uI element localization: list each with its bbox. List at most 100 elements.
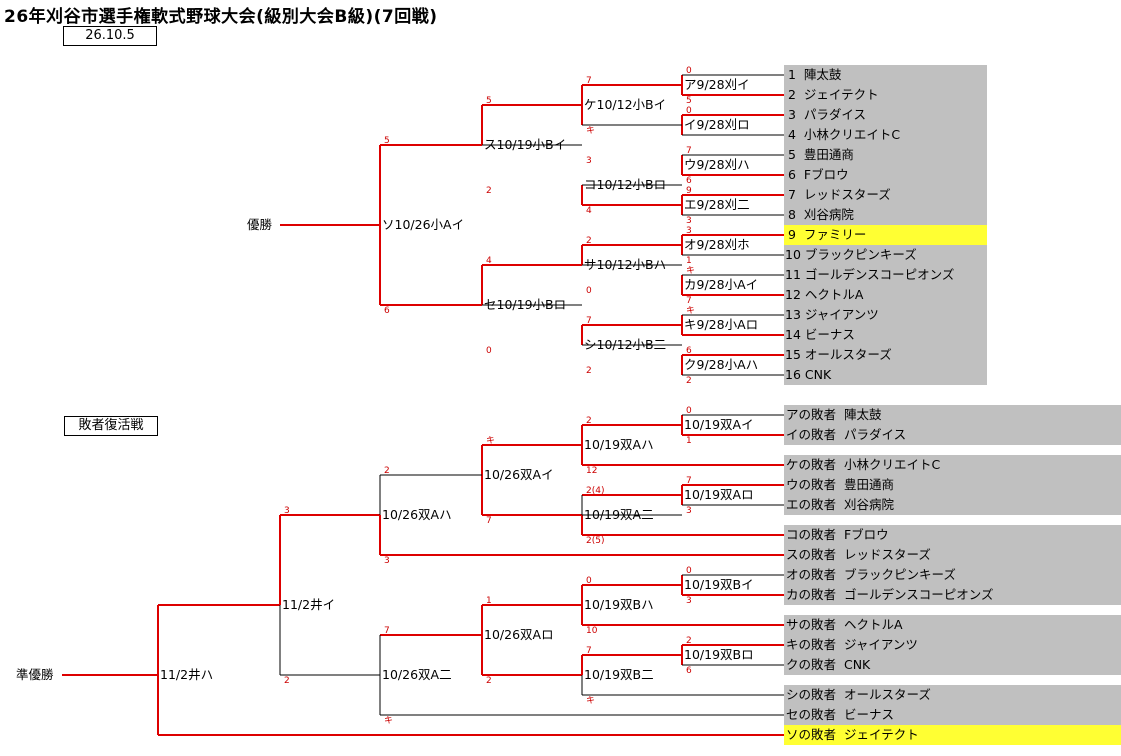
- score: 0: [686, 106, 692, 116]
- game-label: シ10/12小B二: [584, 337, 667, 352]
- rep-entry: オの敗者 ブラックピンキーズ: [786, 567, 956, 582]
- score: 3: [686, 506, 692, 516]
- rep-block-3: [784, 525, 1121, 565]
- game-label: ス10/19小Bイ: [484, 137, 567, 152]
- game-label: 10/19双Bハ: [584, 597, 654, 612]
- score: 0: [586, 286, 592, 296]
- score: キ: [384, 716, 394, 726]
- rep-entry: エの敗者 刈谷病院: [786, 497, 894, 512]
- winner-highlight: [784, 225, 987, 245]
- score: 2: [486, 186, 492, 196]
- game-label: エ9/28刈二: [684, 197, 750, 212]
- score: 3: [284, 506, 290, 516]
- runner-up-label: 準優勝: [16, 667, 54, 682]
- score: 2: [686, 376, 692, 386]
- score: キ: [586, 126, 596, 136]
- score: 1: [486, 596, 492, 606]
- rep-block-1: [784, 405, 1121, 445]
- game-label: カ9/28小Aイ: [684, 277, 759, 292]
- score: 9: [686, 186, 692, 196]
- score: 7: [486, 516, 492, 526]
- game-label: イ9/28刈ロ: [684, 117, 750, 132]
- score: 2(5): [586, 536, 605, 546]
- score: 4: [586, 206, 592, 216]
- game-label: ク9/28小Aハ: [684, 357, 759, 372]
- score: 2: [284, 676, 290, 686]
- score: 0: [486, 346, 492, 356]
- team-entry: 11 ゴールデンスコーピオンズ: [785, 267, 955, 282]
- score: 10: [586, 626, 598, 636]
- team-entry: 12 ヘクトルA: [785, 287, 864, 302]
- rep-block-4: [784, 565, 1121, 605]
- score: 5: [486, 96, 492, 106]
- score: 1: [686, 256, 692, 266]
- game-label: キ9/28小Aロ: [684, 317, 759, 332]
- score: 1: [686, 436, 692, 446]
- rep-block-5: [784, 615, 1121, 675]
- score: 4: [486, 256, 492, 266]
- game-label: コ10/12小Bロ: [584, 177, 667, 192]
- score: 3: [686, 216, 692, 226]
- team-entry: 1 陣太鼓: [788, 67, 842, 82]
- score: 2: [586, 366, 592, 376]
- rep-entry: キの敗者 ジャイアンツ: [786, 637, 918, 652]
- team-entry: 3 パラダイス: [788, 107, 867, 122]
- score: 7: [586, 316, 592, 326]
- rep-entry: ウの敗者 豊田通商: [786, 477, 894, 492]
- score: 6: [686, 346, 692, 356]
- game-label: 10/26双A二: [382, 667, 452, 682]
- score: 7: [586, 76, 592, 86]
- game-label: セ10/19小Bロ: [484, 297, 567, 312]
- score: 2: [486, 676, 492, 686]
- score: 6: [686, 176, 692, 186]
- team-entry: 6 Fブロウ: [788, 167, 849, 182]
- rep-block-6: [784, 685, 1121, 725]
- runner-up-highlight: [784, 725, 1121, 745]
- score: 3: [686, 596, 692, 606]
- game-label: ケ10/12小Bイ: [584, 97, 667, 112]
- score: キ: [686, 306, 696, 316]
- game-label: 10/19双B二: [584, 667, 654, 682]
- game-label: ソ10/26小Aイ: [382, 217, 465, 232]
- team-entry: 2 ジェイテクト: [788, 87, 879, 102]
- team-entry-winner: 9 ファミリー: [788, 227, 867, 242]
- score: 5: [686, 96, 692, 106]
- rep-entry: シの敗者 オールスターズ: [786, 687, 931, 702]
- rep-entry: セの敗者 ビーナス: [786, 707, 894, 722]
- score: 0: [686, 66, 692, 76]
- game-label: 11/2井イ: [282, 597, 336, 612]
- team-entry: 5 豊田通商: [788, 147, 854, 162]
- score: キ: [686, 266, 696, 276]
- champion-label: 優勝: [247, 217, 273, 232]
- team-entry: 14 ビーナス: [785, 327, 855, 342]
- game-label: 10/19双Aロ: [684, 487, 754, 502]
- score: 0: [686, 566, 692, 576]
- score: 2: [586, 416, 592, 426]
- game-label: 10/26双Aハ: [382, 507, 452, 522]
- score: 3: [384, 556, 390, 566]
- team-entry: 4 小林クリエイトC: [788, 127, 901, 142]
- score: 7: [686, 296, 692, 306]
- game-label: 10/19双Bロ: [684, 647, 754, 662]
- game-label: 11/2井ハ: [160, 667, 214, 682]
- score: 7: [686, 146, 692, 156]
- score: 12: [586, 466, 598, 476]
- score: 7: [586, 646, 592, 656]
- repechage-label: 敗者復活戦: [64, 416, 158, 436]
- team-entry: 15 オールスターズ: [785, 347, 892, 362]
- score: 5: [384, 136, 390, 146]
- score: 2(4): [586, 486, 605, 496]
- game-label: 10/19双Bイ: [684, 577, 754, 592]
- game-label: オ9/28刈ホ: [684, 237, 750, 252]
- score: 2: [384, 466, 390, 476]
- score: 0: [686, 406, 692, 416]
- game-label: 10/19双A二: [584, 507, 654, 522]
- score: 2: [586, 236, 592, 246]
- game-label: 10/19双Aイ: [684, 417, 754, 432]
- rep-entry-runner-up: ソの敗者 ジェイテクト: [786, 727, 919, 742]
- game-label: 10/19双Aハ: [584, 437, 654, 452]
- page-title: 26年刈谷市選手権軟式野球大会(級別大会B級)(7回戦): [4, 7, 438, 27]
- score: キ: [486, 436, 496, 446]
- score: 6: [384, 306, 390, 316]
